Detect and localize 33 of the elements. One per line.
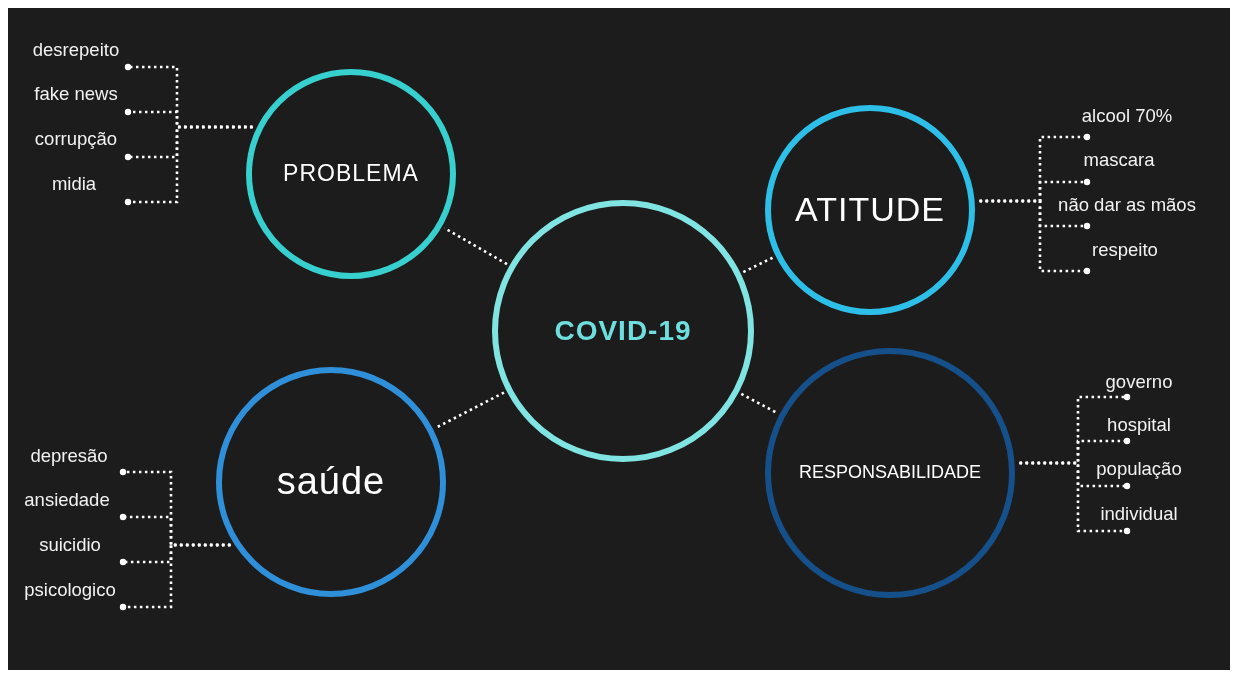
subtopic-label: corrupção — [34, 128, 118, 150]
subtopic-label: hospital — [1107, 414, 1171, 436]
topic-circle — [765, 348, 1015, 598]
dotted-connector — [740, 392, 778, 415]
topic-label: PROBLEMA — [283, 161, 419, 187]
topic-circle — [765, 105, 975, 315]
subtopic-label: alcool 70% — [1081, 105, 1173, 127]
dotted-connector — [1019, 461, 1131, 535]
subtopic-label: midia — [51, 173, 97, 195]
dotted-connector — [742, 256, 774, 274]
dotted-connector — [119, 543, 231, 611]
subtopic-label: não dar as mãos — [1058, 194, 1196, 216]
subtopic-label: respeito — [1092, 239, 1158, 261]
subtopic-label: suicidio — [39, 534, 101, 556]
topic-label: RESPONSABILIDADE — [798, 463, 982, 483]
topic-circle — [246, 69, 456, 279]
topic-label: ATITUDE — [795, 191, 945, 229]
subtopic-label: depresão — [30, 445, 108, 467]
subtopic-label: mascara — [1083, 149, 1155, 171]
subtopic-label: governo — [1105, 371, 1173, 393]
subtopic-label: população — [1096, 458, 1182, 480]
topic-circle — [216, 367, 446, 597]
subtopic-label: ansiedade — [24, 489, 110, 511]
topic-label: COVID-19 — [554, 315, 692, 347]
subtopic-label: fake news — [34, 83, 118, 105]
subtopic-label: desrepeito — [32, 39, 120, 61]
subtopic-label: psicologico — [24, 579, 116, 601]
topic-circle — [492, 200, 754, 462]
topic-label: saúde — [276, 461, 386, 503]
dotted-connector — [124, 125, 253, 206]
dotted-connector — [979, 199, 1091, 275]
subtopic-label: individual — [1100, 503, 1178, 525]
dotted-connector — [435, 391, 505, 429]
